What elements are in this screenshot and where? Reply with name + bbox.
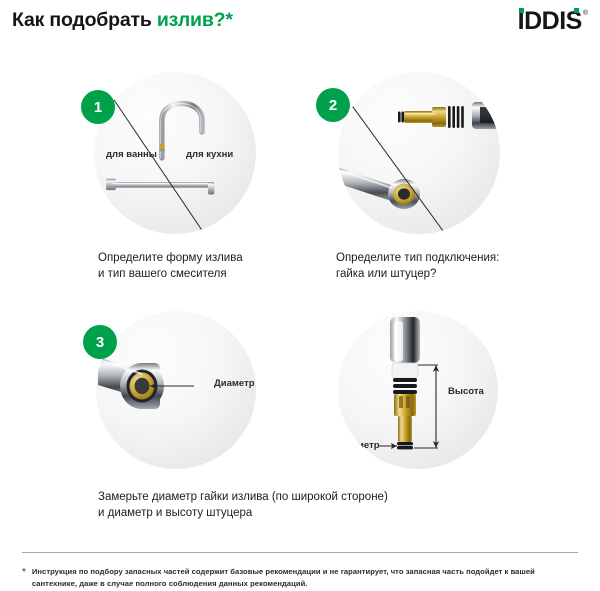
diameter-label-nut: Диаметр <box>214 378 255 389</box>
chrome-nut-illustration <box>338 167 420 209</box>
gooseneck-spout-illustration <box>159 100 205 161</box>
step-2: 2 Определите тип подключения: гайка или … <box>310 68 550 298</box>
brass-fitting-illustration <box>398 102 500 129</box>
logo-wordmark-text: IDDIS <box>517 7 583 35</box>
step-2-disc <box>338 72 500 234</box>
step-1-caption: Определите форму излива и тип вашего сме… <box>98 252 243 280</box>
footnote-asterisk: * <box>22 567 26 578</box>
height-label-fitting: Высота <box>448 386 484 397</box>
logo-wordmark: IDDIS <box>517 7 583 35</box>
steps-container: для ванны для кухни 1 Определите форму и… <box>0 52 600 542</box>
kitchen-label: для кухни <box>186 149 234 160</box>
step-2-media: 2 <box>310 68 550 238</box>
footer-divider <box>22 552 578 553</box>
nut-diameter-illustration <box>98 357 194 409</box>
step-3-right: Высота Диаметр <box>330 307 530 507</box>
bath-label: для ванны <box>106 149 157 160</box>
bath-spout-illustration <box>106 178 215 195</box>
page-title: Как подобрать излив?* <box>12 9 233 31</box>
step-1-badge: 1 <box>81 90 115 124</box>
step-3-fitting-disc: Высота Диаметр <box>338 311 498 469</box>
step-3-left: Диаметр 3 <box>72 307 302 507</box>
step-1-disc: для ванны для кухни <box>94 72 256 234</box>
footnote: * Инструкция по подбору запасных частей … <box>22 566 580 589</box>
diameter-label-fitting: Диаметр <box>339 440 380 451</box>
step-3-right-media: Высота Диаметр <box>330 307 530 477</box>
step-3-caption: Замерьте диаметр гайки излива (по широко… <box>98 491 388 519</box>
page-title-accent: излив?* <box>156 9 233 31</box>
fitting-measurement-illustration <box>378 317 440 450</box>
footnote-text: Инструкция по подбору запасных частей со… <box>31 567 535 588</box>
page-header: Как подобрать излив?* IDDIS ® <box>0 0 600 52</box>
step-3-badge: 3 <box>83 325 117 359</box>
step-2-badge: 2 <box>316 88 350 122</box>
logo-dot-i2-icon <box>573 8 579 13</box>
page-title-main: Как подобрать <box>12 9 157 31</box>
step-3-left-media: Диаметр 3 <box>72 307 302 477</box>
step-1: для ванны для кухни 1 Определите форму и… <box>72 68 302 298</box>
logo-registered-mark: ® <box>582 10 588 17</box>
iddis-logo: IDDIS ® <box>517 7 588 35</box>
step-3-nut-disc: Диаметр <box>96 311 256 469</box>
logo-dot-i1-icon <box>518 8 524 13</box>
step-1-media: для ванны для кухни 1 <box>72 68 302 238</box>
step-2-caption: Определите тип подключения: гайка или шт… <box>336 252 500 280</box>
